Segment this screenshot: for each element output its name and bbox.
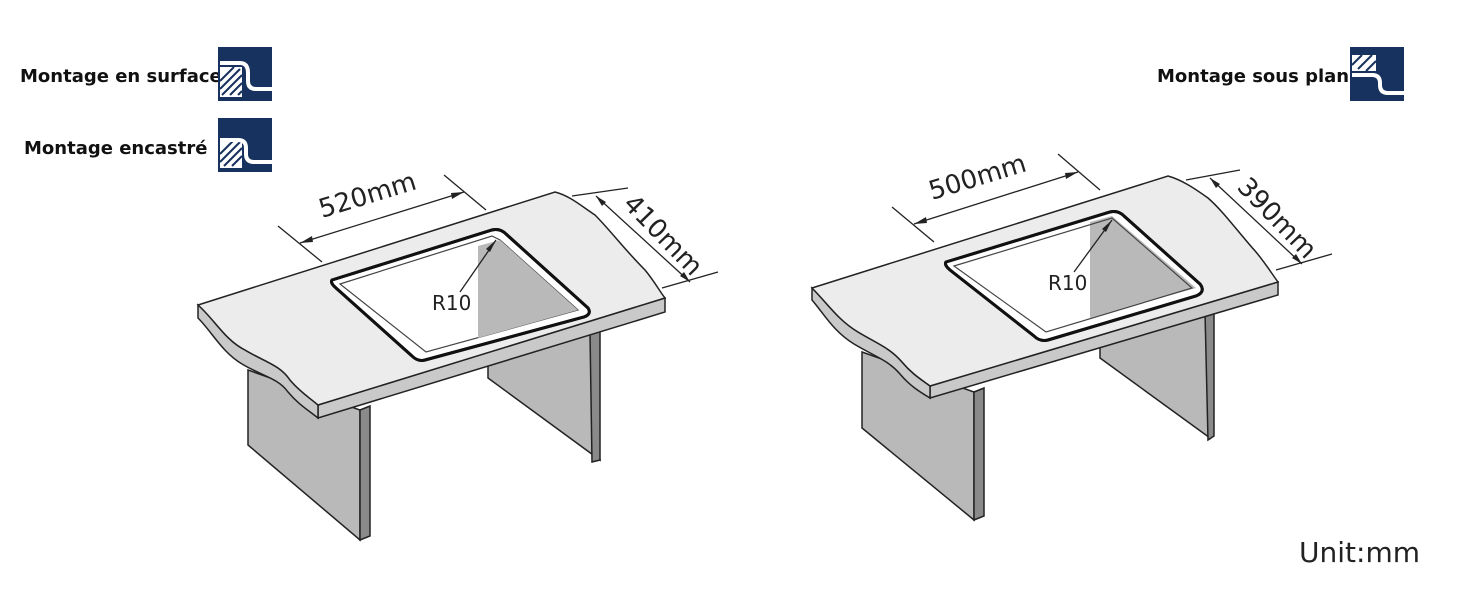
undermount-icon <box>1350 47 1404 101</box>
right-width-label: 500mm <box>925 149 1030 207</box>
unit-label: Unit:mm <box>1299 536 1420 569</box>
left-counter: 520mm 410mm R10 <box>196 167 719 542</box>
legend-flush-mount-label: Montage encastré <box>24 138 208 159</box>
right-radius-label: R10 <box>1048 271 1087 295</box>
left-radius-label: R10 <box>432 291 471 315</box>
right-width-dimension-line <box>913 171 1079 225</box>
right-counter: 500mm 390mm R10 <box>810 149 1333 522</box>
left-width-dimension-line <box>299 191 465 244</box>
legend-undermount-label: Montage sous plan <box>1157 66 1350 87</box>
legend-surface-mount-label: Montage en surface <box>20 66 222 87</box>
right-depth-dimension-line <box>1209 177 1303 265</box>
flush-mount-icon <box>218 118 272 172</box>
surface-mount-icon <box>218 47 272 101</box>
left-width-label: 520mm <box>315 167 420 225</box>
left-depth-dimension-line <box>595 195 691 283</box>
